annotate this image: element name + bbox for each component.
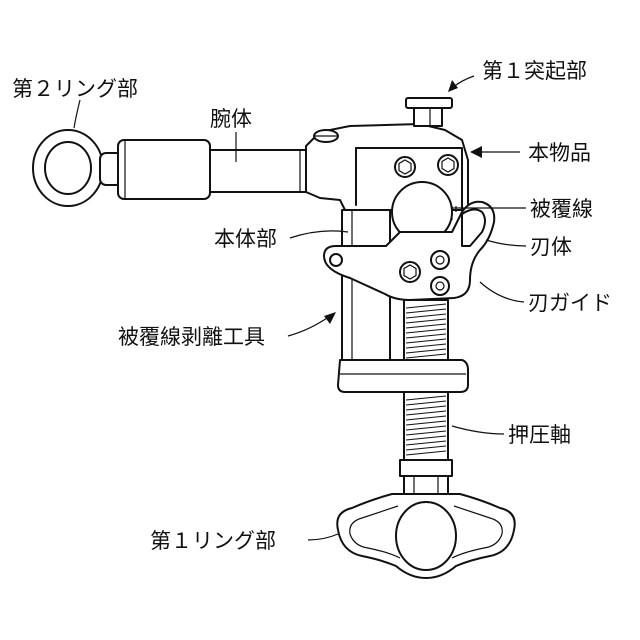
label-blade-guide: 刃ガイド <box>528 291 612 315</box>
press-shaft <box>400 392 452 500</box>
protrusion-1 <box>406 98 452 126</box>
arm <box>118 140 306 199</box>
label-ring-1: 第１リング部 <box>150 529 276 553</box>
label-ring-2: 第２リング部 <box>12 77 138 101</box>
label-blade: 刃体 <box>530 235 572 259</box>
label-arm: 腕体 <box>210 107 252 131</box>
upper-thread <box>404 300 448 360</box>
label-press-shaft: 押圧軸 <box>508 423 571 447</box>
ring-2 <box>33 130 122 206</box>
label-stripper: 被覆線剥離工具 <box>118 325 265 349</box>
label-protrusion-1: 第１突起部 <box>482 59 587 83</box>
label-coated-wire: 被覆線 <box>530 197 593 221</box>
label-product: 本物品 <box>528 141 591 165</box>
label-body: 本体部 <box>214 227 277 251</box>
ring-1 <box>337 494 514 578</box>
